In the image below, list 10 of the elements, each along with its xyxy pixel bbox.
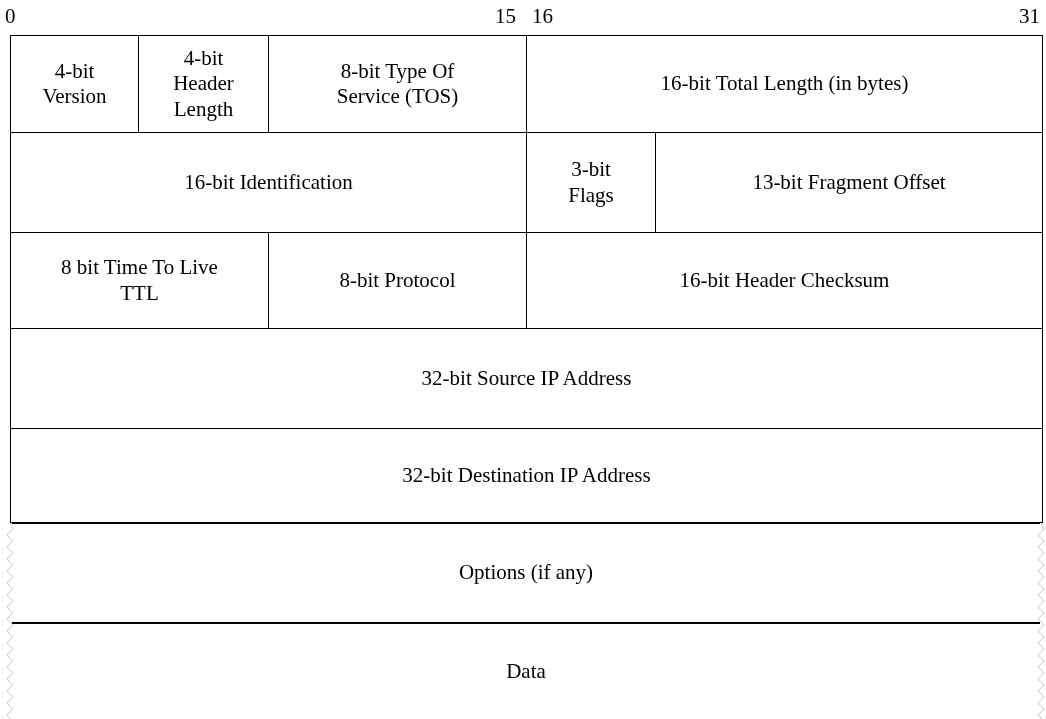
field-cell: 32-bit Source IP Address [10,328,1043,429]
field-cell: 4-bit Version [10,35,139,133]
data-row: Data [12,622,1040,719]
bit-number: 15 [495,6,516,27]
bit-number: 31 [1019,6,1040,27]
options-row: Options (if any) [12,522,1040,622]
bit-number: 16 [532,6,553,27]
field-cell: 16-bit Total Length (in bytes) [526,35,1043,133]
field-cell: 32-bit Destination IP Address [10,428,1043,523]
bit-number: 0 [5,6,16,27]
